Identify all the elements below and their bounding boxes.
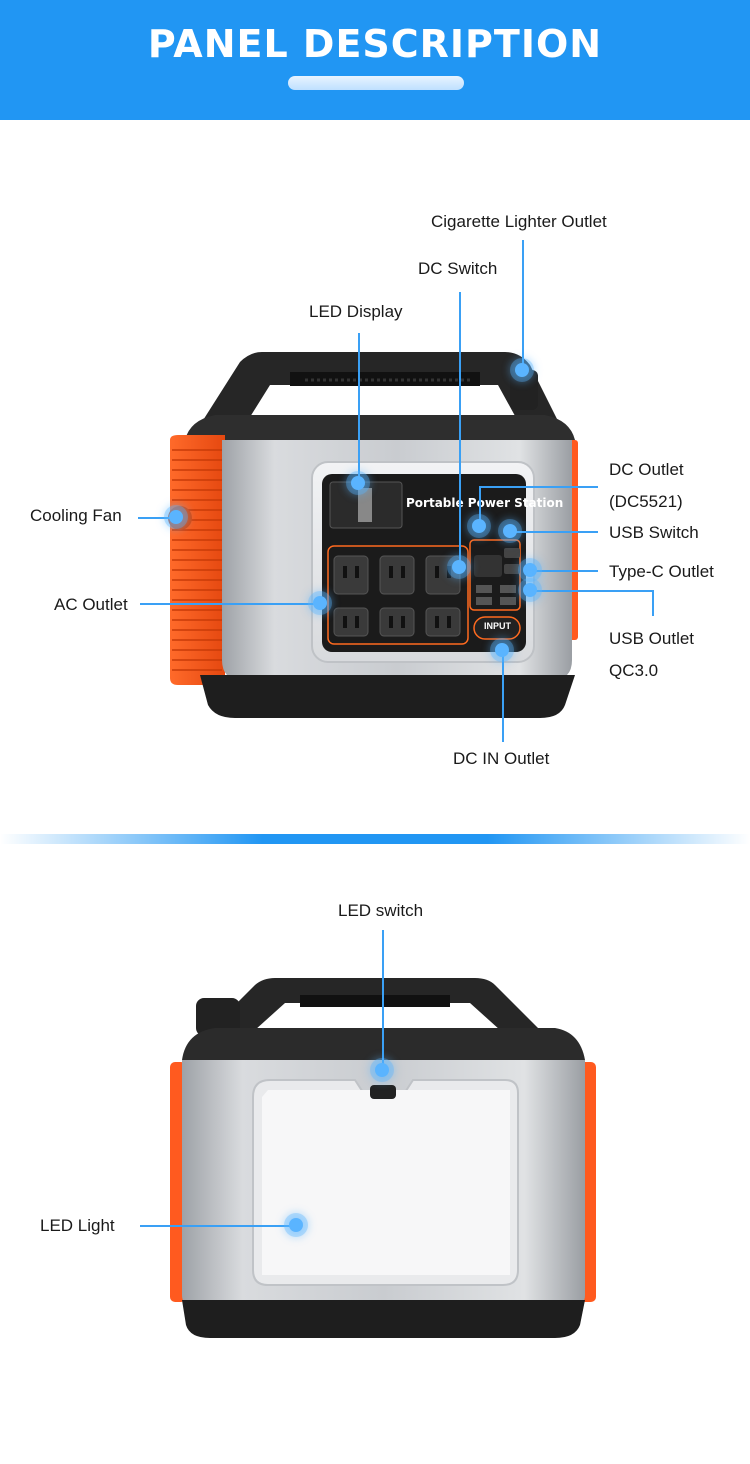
callout-led-light: LED Light	[40, 1216, 115, 1235]
led-light-dot	[289, 1218, 303, 1232]
callout-cigarette-lighter: Cigarette Lighter Outlet	[431, 212, 607, 231]
header-banner: PANEL DESCRIPTION	[0, 0, 750, 120]
dc-in-port	[473, 616, 521, 640]
front-handle	[200, 352, 560, 425]
usb-switch-dot	[503, 524, 517, 538]
header-underline	[288, 76, 464, 90]
front-base	[200, 675, 575, 718]
ac-outlet-leader	[140, 603, 320, 605]
usb-switch-leader	[510, 531, 598, 533]
type-c-dot	[523, 563, 537, 577]
callout-ac-outlet: AC Outlet	[54, 595, 128, 614]
led-switch-button	[370, 1085, 396, 1099]
type-c-leader	[530, 570, 598, 572]
callout-cooling-fan: Cooling Fan	[30, 506, 122, 525]
callout-dc-outlet-sub: (DC5521)	[609, 492, 683, 511]
dc-switch-leader	[459, 292, 461, 567]
input-port-text: INPUT	[484, 621, 511, 631]
cigarette-dot	[515, 363, 529, 377]
cigarette-lighter-port	[510, 370, 538, 410]
callout-dc-in: DC IN Outlet	[453, 749, 550, 768]
ac-outlet-dot	[313, 596, 327, 610]
led-display-dot	[351, 476, 365, 490]
led-switch-leader	[382, 930, 384, 1070]
panel-brand-text: Portable Power Station	[406, 496, 564, 510]
callout-usb-outlet: USB Outlet	[609, 629, 695, 648]
page-title: PANEL DESCRIPTION	[147, 22, 603, 66]
dc-in-dot	[495, 643, 509, 657]
dc-switch-dot	[452, 560, 466, 574]
dc-in-leader	[502, 650, 504, 742]
usb-outlet-leader-h	[530, 590, 654, 592]
section-divider	[0, 834, 750, 844]
callout-type-c: Type-C Outlet	[609, 562, 714, 581]
dc-outlet-dot	[472, 519, 486, 533]
callout-dc-switch: DC Switch	[418, 259, 498, 278]
led-display-leader	[358, 333, 360, 483]
dc-outlet-leader-h	[480, 486, 598, 488]
led-light-leader	[140, 1225, 296, 1227]
usb-outlet-dot	[523, 583, 537, 597]
cigarette-leader	[522, 240, 524, 370]
cooling-fan-dot	[169, 510, 183, 524]
cooling-fan-leader	[138, 517, 176, 519]
callout-usb-outlet-sub: QC3.0	[609, 661, 659, 680]
callout-led-display: LED Display	[309, 302, 403, 321]
led-switch-dot	[375, 1063, 389, 1077]
callout-led-switch: LED switch	[338, 901, 424, 920]
callout-usb-switch: USB Switch	[609, 523, 699, 542]
usb-outlet-leader-v	[652, 590, 654, 616]
dc-outlet-leader-v	[479, 486, 481, 526]
callout-dc-outlet: DC Outlet	[609, 460, 684, 479]
